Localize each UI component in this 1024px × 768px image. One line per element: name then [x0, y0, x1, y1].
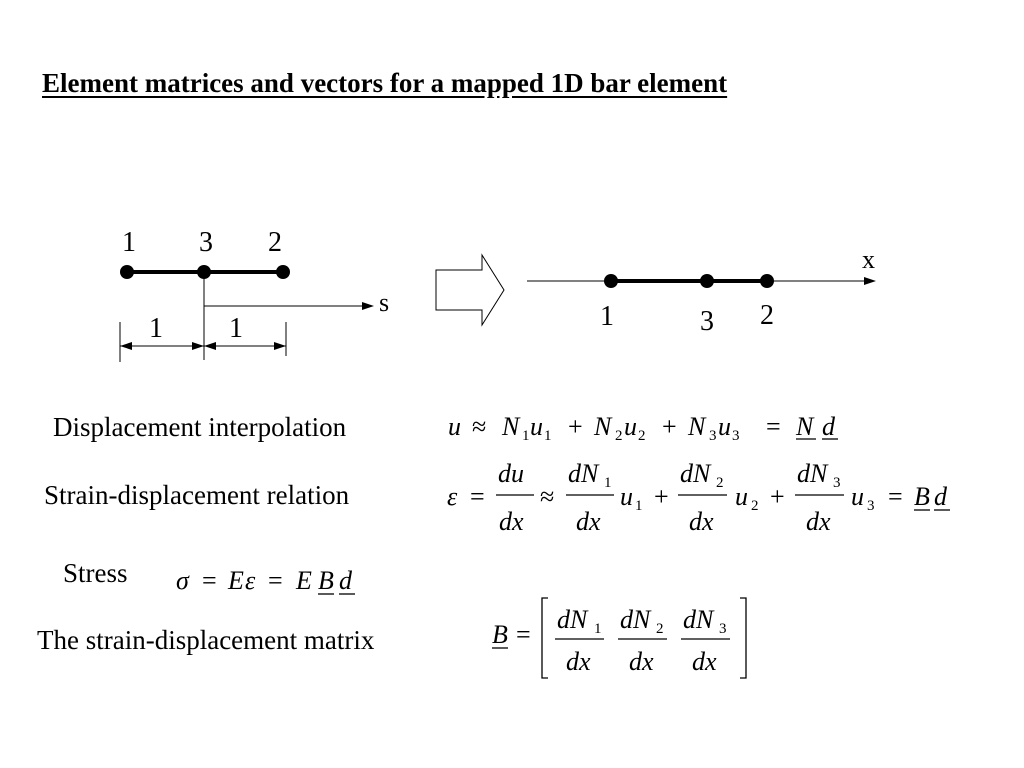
svg-text:u: u — [851, 482, 864, 511]
dim-arrow-mid-left — [192, 342, 204, 350]
svg-text:d: d — [822, 412, 836, 441]
parent-element-diagram: 1 3 2 s 1 1 — [119, 227, 389, 362]
svg-text:dx: dx — [689, 507, 714, 536]
svg-text:u: u — [448, 412, 461, 441]
svg-text:u: u — [735, 482, 748, 511]
svg-text:≈: ≈ — [540, 482, 554, 511]
s-axis-arrowhead — [362, 302, 374, 310]
equation-displacement: u ≈ N 1 u 1 + N 2 u 2 + N 3 u 3 = N d — [448, 412, 838, 444]
physical-node-3 — [700, 274, 714, 288]
parent-node-label-3: 3 — [199, 227, 213, 258]
physical-node-label-3: 3 — [700, 306, 714, 337]
svg-text:2: 2 — [638, 428, 646, 444]
strain-displacement-relation-label: Strain-displacement relation — [44, 480, 350, 510]
svg-text:1: 1 — [604, 475, 612, 491]
svg-text:σ: σ — [176, 566, 190, 595]
svg-text:dx: dx — [566, 647, 591, 676]
dim-label-left: 1 — [149, 313, 163, 344]
svg-text:dx: dx — [576, 507, 601, 536]
svg-text:dx: dx — [629, 647, 654, 676]
svg-text:+: + — [662, 412, 677, 441]
svg-text:+: + — [770, 482, 785, 511]
svg-text:dN: dN — [568, 459, 600, 488]
svg-text:u: u — [718, 412, 731, 441]
physical-node-label-1: 1 — [600, 301, 614, 332]
physical-node-1 — [604, 274, 618, 288]
svg-text:N: N — [501, 412, 521, 441]
svg-text:3: 3 — [709, 428, 717, 444]
svg-text:dx: dx — [499, 507, 524, 536]
svg-text:dx: dx — [806, 507, 831, 536]
parent-node-2 — [276, 265, 290, 279]
svg-text:dN: dN — [797, 459, 829, 488]
equation-strain: ε = du dx ≈ dN 1 dx u 1 + dN 2 dx u 2 + … — [447, 459, 950, 536]
svg-text:E: E — [295, 566, 312, 595]
svg-text:N: N — [795, 412, 815, 441]
displacement-interpolation-label: Displacement interpolation — [53, 412, 347, 442]
svg-text:dN: dN — [557, 605, 589, 634]
right-bracket — [740, 597, 747, 679]
svg-text:3: 3 — [833, 475, 841, 491]
svg-text:dN: dN — [683, 605, 715, 634]
svg-text:1: 1 — [544, 428, 552, 444]
svg-text:=: = — [516, 620, 531, 649]
svg-text:B: B — [914, 482, 930, 511]
svg-text:3: 3 — [719, 621, 727, 637]
x-axis-label: x — [862, 245, 875, 274]
page-title: Element matrices and vectors for a mappe… — [42, 68, 728, 98]
svg-text:d: d — [339, 566, 353, 595]
svg-text:u: u — [620, 482, 633, 511]
strain-displacement-matrix-label: The strain-displacement matrix — [37, 625, 375, 655]
svg-text:dN: dN — [680, 459, 712, 488]
svg-text:1: 1 — [594, 621, 602, 637]
svg-text:≈: ≈ — [472, 412, 486, 441]
svg-text:3: 3 — [732, 428, 740, 444]
svg-text:dx: dx — [692, 647, 717, 676]
dim-arrow-mid-right — [204, 342, 216, 350]
svg-text:=: = — [202, 566, 217, 595]
svg-text:B: B — [492, 620, 508, 649]
svg-text:ε: ε — [245, 566, 256, 595]
svg-text:=: = — [268, 566, 283, 595]
physical-element-diagram: x 1 3 2 — [527, 245, 876, 337]
svg-text:=: = — [766, 412, 781, 441]
left-bracket — [541, 597, 548, 679]
svg-text:N: N — [593, 412, 613, 441]
svg-text:B: B — [318, 566, 334, 595]
dim-arrow-right — [274, 342, 286, 350]
svg-text:+: + — [568, 412, 583, 441]
svg-text:d: d — [934, 482, 948, 511]
svg-text:E: E — [227, 566, 244, 595]
physical-node-label-2: 2 — [760, 300, 774, 331]
x-axis-arrowhead — [864, 277, 876, 285]
svg-text:ε: ε — [447, 482, 458, 511]
svg-text:3: 3 — [867, 498, 875, 514]
svg-text:N: N — [687, 412, 707, 441]
parent-node-1 — [120, 265, 134, 279]
svg-text:du: du — [498, 459, 524, 488]
dim-label-right: 1 — [229, 313, 243, 344]
svg-text:+: + — [654, 482, 669, 511]
equation-stress: σ = E ε = E B d — [176, 566, 355, 595]
svg-text:dN: dN — [620, 605, 652, 634]
svg-text:2: 2 — [615, 428, 623, 444]
svg-text:=: = — [888, 482, 903, 511]
svg-text:u: u — [530, 412, 543, 441]
svg-text:1: 1 — [522, 428, 530, 444]
svg-text:1: 1 — [635, 498, 643, 514]
stress-label: Stress — [63, 558, 128, 588]
svg-text:u: u — [624, 412, 637, 441]
equation-b-matrix: B = dN 1 dx dN 2 dx dN 3 dx — [492, 597, 747, 679]
svg-text:2: 2 — [656, 621, 664, 637]
s-axis-label: s — [379, 288, 389, 317]
svg-text:=: = — [470, 482, 485, 511]
dim-arrow-left — [120, 342, 132, 350]
mapping-arrow-icon — [435, 253, 505, 327]
svg-text:2: 2 — [716, 475, 724, 491]
physical-node-2 — [760, 274, 774, 288]
parent-node-label-2: 2 — [268, 227, 282, 258]
svg-text:2: 2 — [751, 498, 759, 514]
parent-node-label-1: 1 — [122, 227, 136, 258]
